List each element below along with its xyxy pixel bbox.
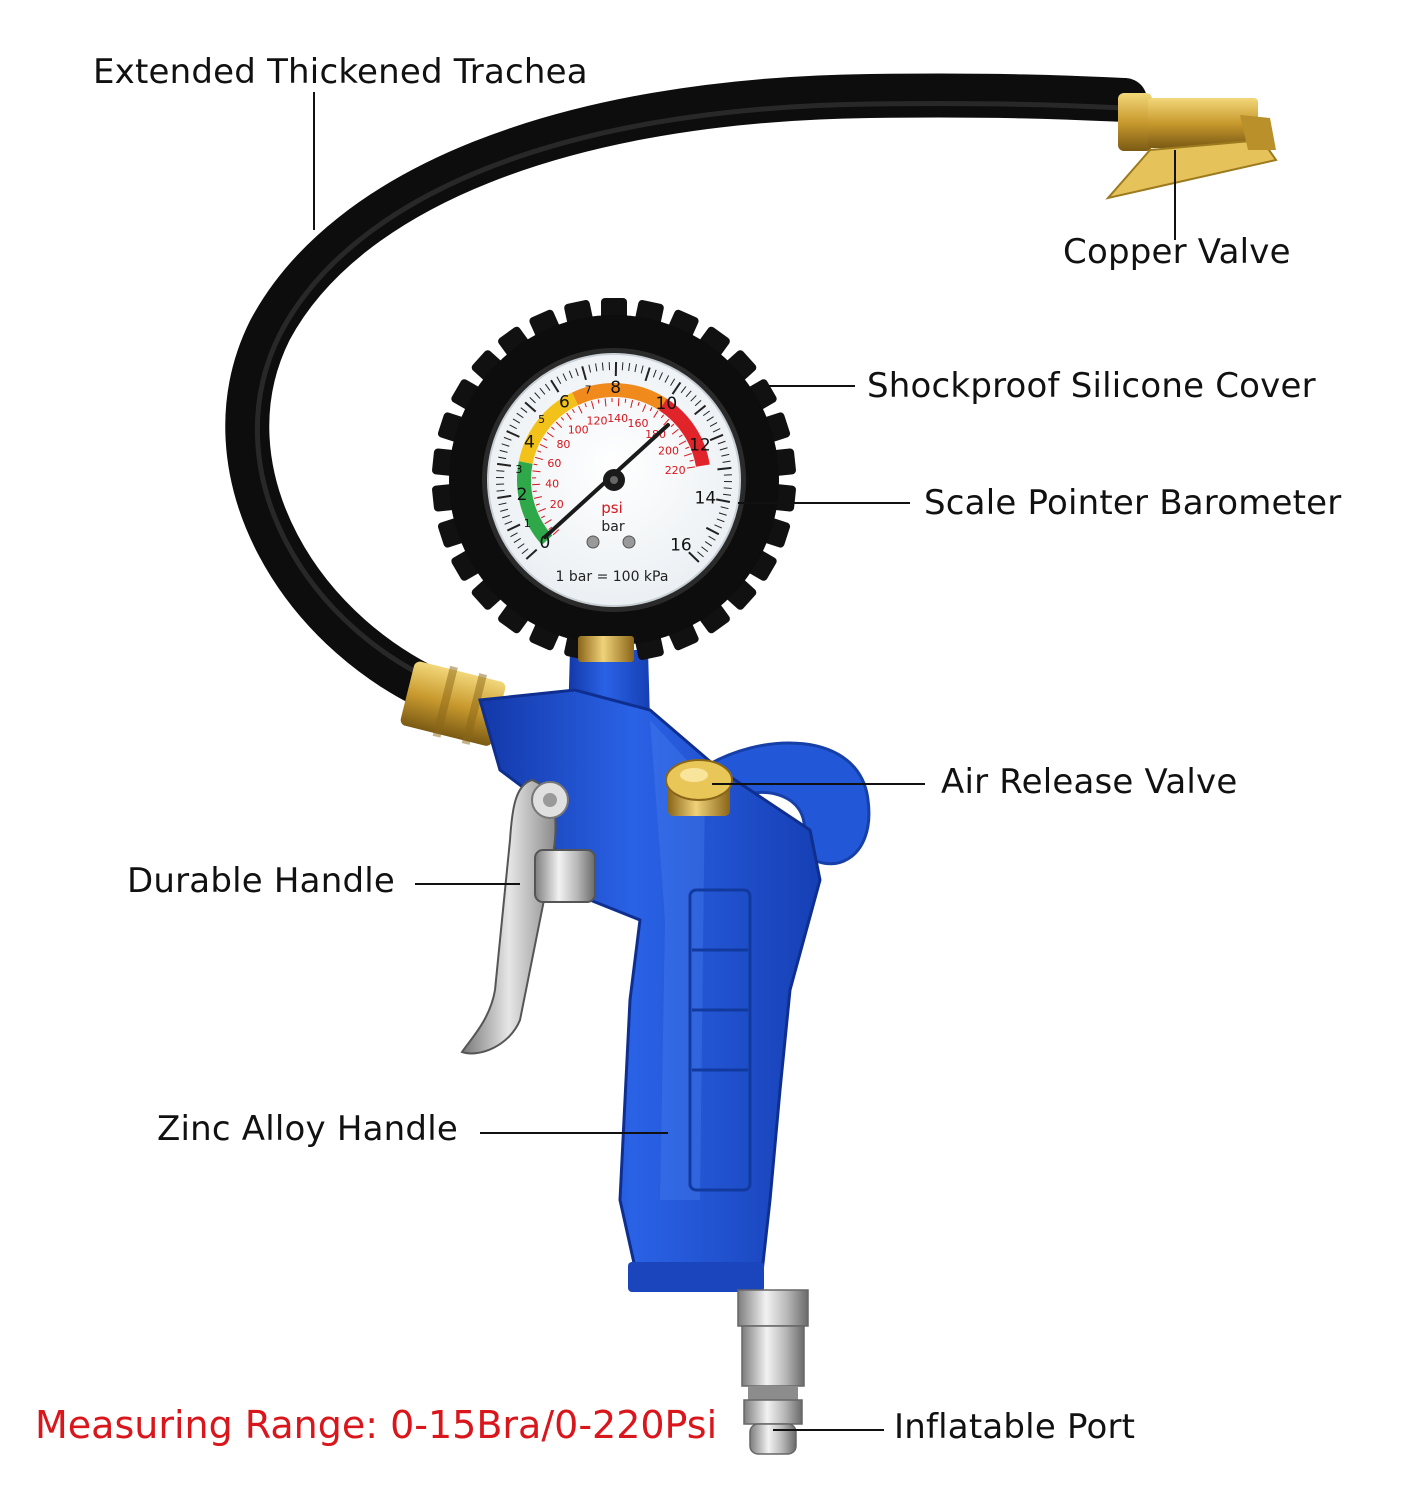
gauge-unit-bar: bar [601,519,624,535]
gauge-psi-label: 40 [545,478,559,491]
gauge-psi-label: 220 [665,464,686,477]
label-silicone-cover: Shockproof Silicone Cover [867,366,1316,406]
gauge-bar-label: 6 [559,392,570,412]
gauge-bar-label: 3 [515,463,522,476]
label-barometer: Scale Pointer Barometer [924,483,1341,523]
gauge-bar-label: 4 [524,432,535,452]
gauge-psi-label: 200 [658,444,679,457]
label-copper-valve: Copper Valve [1063,232,1291,272]
gauge-tick [496,471,504,472]
air-release-valve-button[interactable] [666,760,732,816]
gauge-psi-label: 140 [607,412,628,425]
label-air-release: Air Release Valve [941,762,1237,802]
gauge-tick [717,468,731,469]
gauge-bar-label: 8 [610,378,621,398]
gauge-conversion-text: 1 bar = 100 kPa [556,569,669,585]
copper-valve-chuck [1108,93,1276,198]
gauge-bar-label: 5 [538,413,545,426]
gauge-bar-label: 7 [585,384,592,397]
measuring-range-text: Measuring Range: 0-15Bra/0-220Psi [35,1403,717,1447]
label-trachea: Extended Thickened Trachea [93,52,588,92]
label-zinc-handle: Zinc Alloy Handle [157,1109,458,1149]
gauge-psi-tick [533,491,537,492]
gauge-psi-label: 60 [547,457,561,470]
gauge-bar-label: 2 [517,485,528,505]
gauge-psi-tick [625,399,626,403]
gauge-psi-label: 20 [550,498,564,511]
gauge-psi-label: 120 [586,414,607,427]
gauge-bar-label: 1 [524,517,531,530]
label-durable-handle: Durable Handle [127,861,395,901]
gauge-bar-label: 12 [689,435,711,455]
gauge-psi-label: 80 [556,438,570,451]
label-inflatable-port: Inflatable Port [894,1407,1135,1447]
gauge-tick [622,362,623,370]
gun-body [480,650,869,1292]
gauge-tick [724,488,732,489]
gauge-unit-psi: psi [601,499,623,517]
gauge-bar-label: 10 [656,394,678,414]
gauge-bar-label: 14 [695,488,717,508]
gauge-bar-label: 16 [670,536,692,556]
